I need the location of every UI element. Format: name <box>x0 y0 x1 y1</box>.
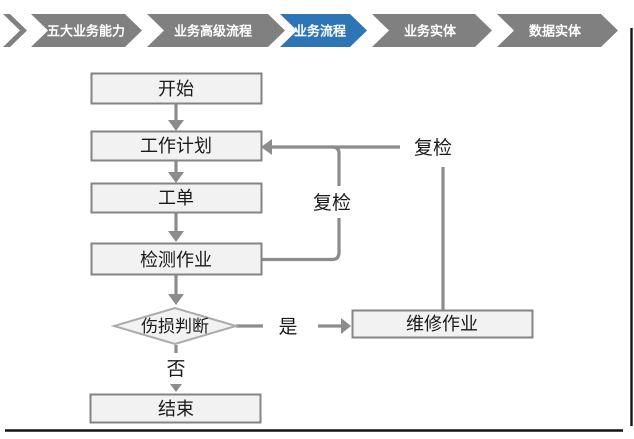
arrow-down-icon <box>168 231 184 242</box>
label-recheck-right: 复检 <box>414 137 452 159</box>
connector-recheck-loop-upper <box>332 147 339 186</box>
node-damage-decision-label: 伤损判断 <box>141 317 209 336</box>
nav-item-data-entity[interactable]: 数据实体 <box>497 14 618 47</box>
arrow-left-icon <box>261 139 272 155</box>
nav-item-label[interactable]: 业务高级流程 <box>174 24 252 39</box>
arrow-down-icon <box>168 172 184 183</box>
node-work-plan-label: 工作计划 <box>140 136 212 156</box>
chevron-lead-icon <box>3 14 27 47</box>
nav-item-label[interactable]: 业务流程 <box>294 24 346 39</box>
nav-item-label[interactable]: 业务实体 <box>404 24 457 39</box>
arrow-down-icon <box>168 120 184 131</box>
process-nav: 五大业务能力 业务高级流程 业务流程 业务实体 数据实体 <box>3 14 618 47</box>
node-inspection-label: 检测作业 <box>140 250 212 270</box>
node-work-order-label: 工单 <box>158 188 194 208</box>
node-start-label: 开始 <box>158 79 194 99</box>
nav-item-label[interactable]: 五大业务能力 <box>47 24 125 39</box>
arrow-right-icon <box>341 318 351 334</box>
nav-item-business-entity[interactable]: 业务实体 <box>372 14 492 47</box>
arrow-down-small-icon <box>170 384 182 392</box>
node-end-label: 结束 <box>158 399 194 419</box>
arrow-down-icon <box>168 294 184 305</box>
label-recheck-mid: 复检 <box>313 192 351 214</box>
nav-item-label[interactable]: 数据实体 <box>529 24 582 39</box>
node-repair-label: 维修作业 <box>406 314 478 334</box>
label-yes: 是 <box>278 317 297 338</box>
connector-recheck-loop-lower <box>262 218 339 260</box>
label-no: 否 <box>166 359 185 380</box>
nav-item-five-capabilities[interactable]: 五大业务能力 <box>31 14 142 47</box>
nav-item-high-level-process[interactable]: 业务高级流程 <box>147 14 285 47</box>
nav-item-business-process-active[interactable]: 业务流程 <box>280 14 367 47</box>
flow-nodes: 开始 工作计划 工单 检测作业 伤损判断 维修作业 结束 <box>91 74 533 423</box>
